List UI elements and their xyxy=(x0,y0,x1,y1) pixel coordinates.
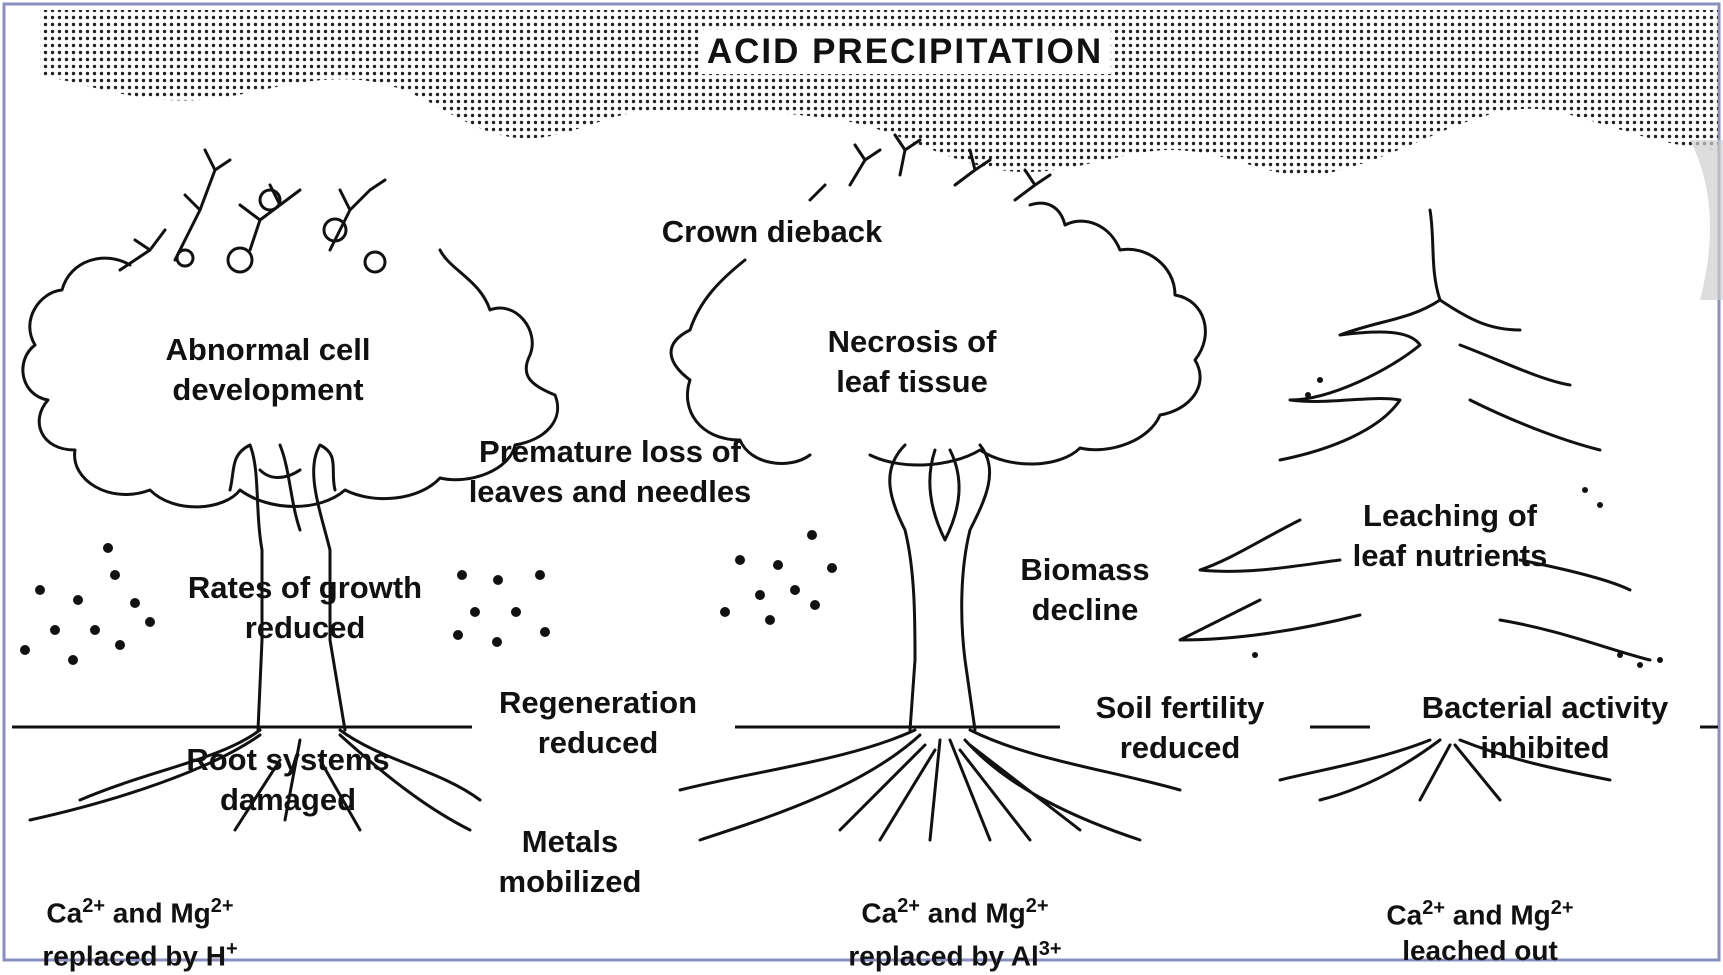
label-biomass-decline: Biomassdecline xyxy=(1020,550,1149,630)
label-crown-dieback: Crown dieback xyxy=(662,212,883,252)
label-rates-of-growth: Rates of growthreduced xyxy=(188,568,422,648)
formula-middle: Ca2+ and Mg2+ replaced by Al3+ xyxy=(848,888,1061,975)
formula-left: Ca2+ and Mg2+ replaced by H+ xyxy=(42,888,237,975)
label-necrosis-leaf-tissue: Necrosis ofleaf tissue xyxy=(828,322,997,402)
edge-smudge xyxy=(1690,140,1723,300)
label-leaching-leaf-nutrients: Leaching ofleaf nutrients xyxy=(1353,496,1548,576)
label-metals-mobilized: Metalsmobilized xyxy=(499,822,642,902)
label-regeneration-reduced: Regenerationreduced xyxy=(499,683,697,763)
diagram-title: ACID PRECIPITATION xyxy=(699,30,1111,74)
label-soil-fertility-reduced: Soil fertilityreduced xyxy=(1096,688,1265,768)
label-bacterial-activity: Bacterial activityinhibited xyxy=(1422,688,1668,768)
label-premature-loss: Premature loss ofleaves and needles xyxy=(469,432,752,512)
label-abnormal-cell-development: Abnormal celldevelopment xyxy=(166,330,371,410)
formula-right: Ca2+ and Mg2+ leached out xyxy=(1386,890,1573,969)
label-root-systems-damaged: Root systemsdamaged xyxy=(186,740,389,820)
